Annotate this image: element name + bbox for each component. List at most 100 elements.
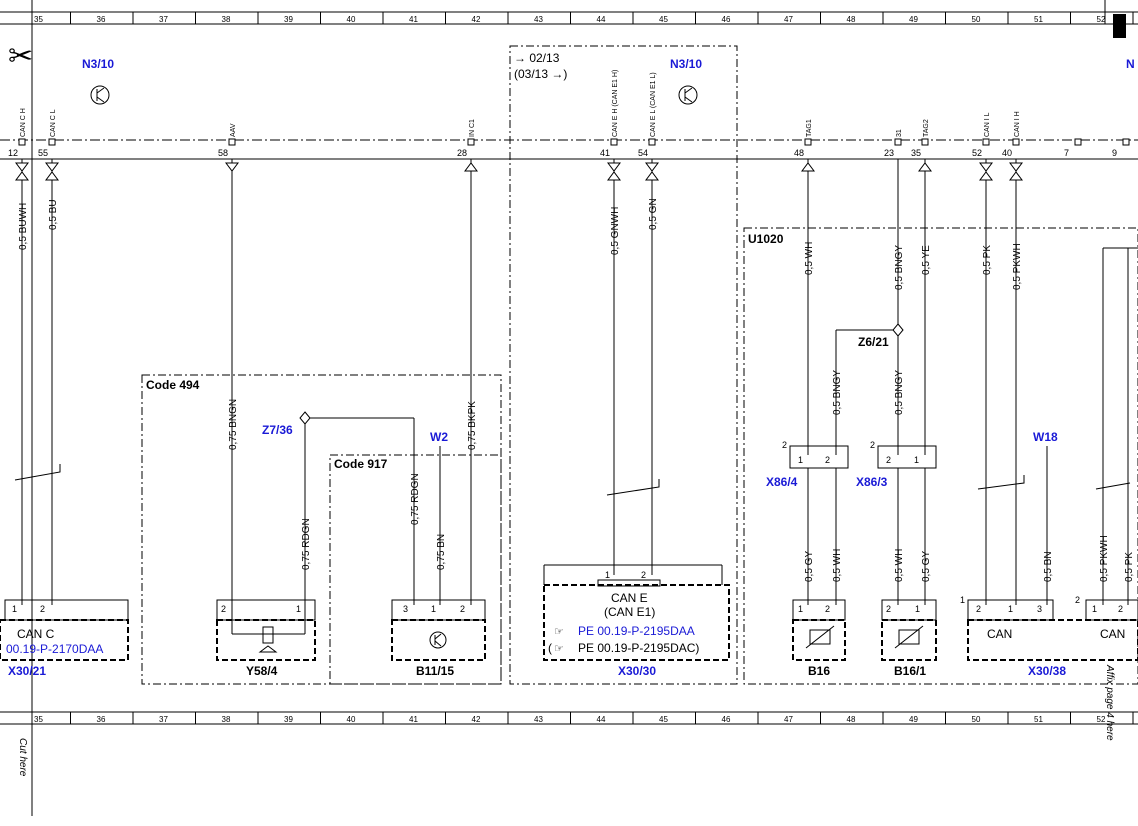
ruler-column-number: 43 (534, 15, 543, 24)
pin-terminal (48, 138, 56, 146)
arrow-up-icon (464, 162, 478, 172)
pin-number-label: 7 (1064, 148, 1069, 158)
ruler-column-number: 41 (409, 715, 418, 724)
ruler-column-number: 49 (909, 715, 918, 724)
arrow-up-icon (1009, 171, 1023, 181)
n3-10-left-label: N3/10 (82, 57, 114, 71)
svg-text:1: 1 (960, 595, 965, 605)
ruler-column-number: 38 (222, 15, 231, 24)
wire-color-label: 0,75 BNGN (228, 399, 239, 450)
ruler-column-number: 48 (847, 715, 856, 724)
pin-name-label: CAN E H (CAN E1 H) (612, 70, 619, 137)
wire-color-label: 0,5 GY (921, 551, 932, 582)
ruler-column-number: 35 (34, 15, 43, 24)
pin-name-label: CAN E L (CAN E1 L) (650, 72, 657, 137)
reference-hand-icon: ☞ (554, 626, 564, 638)
ruler-column-number: 36 (97, 15, 106, 24)
w2-label: W2 (430, 430, 448, 444)
arrow-up-icon (645, 171, 659, 181)
pin-name-label: 31 (896, 129, 903, 137)
wire-color-label: 0,5 WH (804, 242, 815, 275)
x86-4-label: X86/4 (766, 475, 798, 489)
pin-name-label: AAV (230, 123, 237, 137)
svg-text:2: 2 (1118, 604, 1123, 614)
wire-color-label: 0,5 BNGY (832, 370, 843, 415)
wire-color-label: 0,5 BU (48, 199, 59, 230)
ruler-column-number: 47 (784, 715, 793, 724)
wire-color-label: 0,5 GY (804, 551, 815, 582)
wire-color-label: 0,5 PK (982, 245, 993, 275)
arrow-down-icon (979, 162, 993, 172)
pin-terminal (228, 138, 236, 146)
svg-text:1: 1 (1008, 604, 1013, 614)
pin-terminal (1074, 138, 1082, 146)
pin-name-label: CAN C H (20, 108, 27, 137)
ruler-column-number: 46 (722, 15, 731, 24)
pin-number-label: 58 (218, 148, 228, 158)
svg-text:2: 2 (825, 455, 830, 465)
can-a-label: CAN (987, 627, 1012, 641)
can-e-ref2-text: PE 00.19-P-2195DAC) (578, 641, 699, 655)
ruler-column-number: 51 (1034, 715, 1043, 724)
arrow-down-icon (645, 162, 659, 172)
pin-name-label: CAN I H (1014, 111, 1021, 137)
ruler-column-number: 42 (472, 715, 481, 724)
svg-text:1: 1 (431, 604, 436, 614)
pin-terminal (1122, 138, 1130, 146)
pin-name-label: CAN I L (984, 112, 991, 137)
code-917-label: Code 917 (334, 457, 388, 471)
x86-3-label: X86/3 (856, 475, 888, 489)
x30-30-label: X30/30 (618, 664, 656, 678)
wires (14, 159, 1138, 605)
n-edge-label: N (1126, 57, 1135, 71)
svg-text:3: 3 (403, 604, 408, 614)
can-e-ref1-link[interactable]: PE 00.19-P-2195DAA (578, 624, 695, 638)
arrow-up-icon (15, 171, 29, 181)
n3-10-right-label: N3/10 (670, 57, 702, 71)
svg-text:2: 2 (976, 604, 981, 614)
svg-text:2: 2 (886, 604, 891, 614)
x30-38-label: X30/38 (1028, 664, 1066, 678)
pin-terminal (1012, 138, 1020, 146)
corner-marker-icon (1113, 14, 1126, 38)
wire-color-label: 0,5 BUWH (18, 203, 29, 250)
ruler-column-number: 35 (34, 715, 43, 724)
pin-number-label: 41 (600, 148, 610, 158)
transistor-icon (90, 85, 110, 105)
svg-text:2: 2 (825, 604, 830, 614)
u1020-label: U1020 (748, 232, 784, 246)
svg-text:1: 1 (296, 604, 301, 614)
ruler-column-number: 45 (659, 15, 668, 24)
pin-name-label: TAG1 (806, 119, 813, 137)
arrow-up-icon (607, 171, 621, 181)
svg-text:1: 1 (798, 455, 803, 465)
arrow-up-icon (979, 171, 993, 181)
pin-number-label: 48 (794, 148, 804, 158)
pin-terminal (18, 138, 26, 146)
ruler-column-number: 52 (1097, 715, 1106, 724)
affix-page-text: Affix page 4 here (1104, 664, 1115, 741)
wire-color-label: 0,5 BNGY (894, 370, 905, 415)
svg-text:1: 1 (605, 570, 610, 580)
wire-color-label: 0,5 PKWH (1099, 535, 1110, 582)
ruler-column-number: 43 (534, 715, 543, 724)
pin-number-label: 12 (8, 148, 18, 158)
arrow-up-icon (45, 171, 59, 181)
pin-name-label: CAN C L (50, 109, 57, 137)
ruler-column-number: 50 (972, 715, 981, 724)
arrow-up-icon (801, 162, 815, 172)
pin-terminal (804, 138, 812, 146)
wire-color-label: 0,5 YE (921, 245, 932, 275)
can-c-ref-link[interactable]: 00.19-P-2170DAA (6, 642, 103, 656)
arrow-down-icon (45, 162, 59, 172)
ruler-column-number: 40 (347, 715, 356, 724)
wire-color-label: 0,5 WH (894, 549, 905, 582)
z6-21-label: Z6/21 (858, 335, 889, 349)
wire-color-label: 0,5 PKWH (1012, 243, 1023, 290)
splice-icon (892, 323, 904, 337)
ruler-column-number: 39 (284, 15, 293, 24)
pin-terminal (982, 138, 990, 146)
date-range-b: (03/13 →) (514, 67, 567, 81)
pin-header-boxes (4, 445, 1138, 621)
